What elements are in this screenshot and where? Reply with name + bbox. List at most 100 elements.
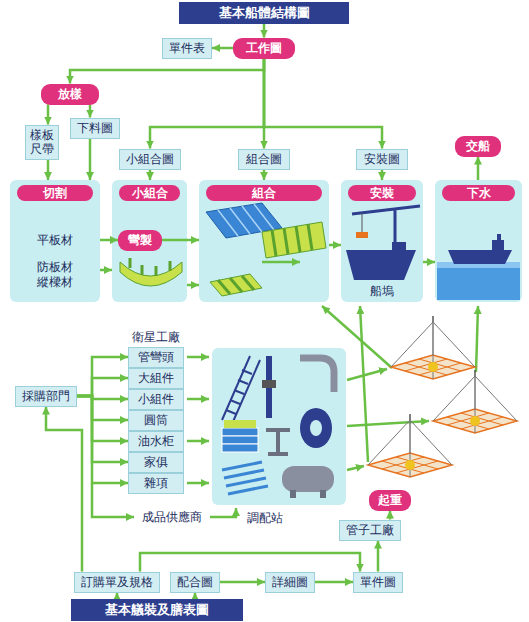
box-label: 彎製 <box>128 233 152 247</box>
stage-pill: 彎製 <box>118 230 162 251</box>
outfitting-items <box>222 428 258 452</box>
flow-arrow <box>187 284 199 287</box>
flow-arrow <box>377 541 380 572</box>
flow-arrows <box>476 306 478 372</box>
box-label: 圓筒 <box>144 413 168 427</box>
document-box: 家俱 <box>128 452 184 473</box>
process-panels <box>10 180 100 302</box>
flow-arrow <box>100 269 112 272</box>
flow-arrow <box>263 24 266 38</box>
box-label: 單件圖 <box>360 575 396 589</box>
document-box: 大組件 <box>128 368 184 389</box>
flow-arrow <box>389 511 392 520</box>
outfitting-items <box>320 490 326 498</box>
caption-label: 平板材 <box>37 233 73 248</box>
assembly-blocks <box>210 274 262 296</box>
panel-heading: 組合 <box>206 185 322 201</box>
flow-arrow <box>212 47 233 50</box>
outfitting-items <box>222 356 260 424</box>
flow-arrow <box>77 396 128 441</box>
flow-arrows <box>187 482 209 485</box>
panel-heading: 下水 <box>442 185 515 201</box>
flow-arrow <box>47 160 50 181</box>
stage-panel: 小組合彎製 <box>112 180 187 302</box>
box-label: 工作圖 <box>246 41 282 55</box>
document-box: 訂購單及規格 <box>74 572 160 593</box>
stage-pill: 放樣 <box>41 84 99 105</box>
flow-arrow <box>162 239 199 242</box>
flow-arrow <box>381 170 384 181</box>
document-box: 單件圖 <box>353 572 403 593</box>
caption-label: 成品供應商 <box>142 510 202 525</box>
document-box: 詳細圖 <box>265 572 315 593</box>
caption-label: 調配站 <box>247 511 283 526</box>
process-panels <box>199 180 329 302</box>
stage-panel: 下水 <box>435 180 522 302</box>
flow-arrows <box>347 421 429 426</box>
dock-crane <box>362 213 363 232</box>
flow-arrow <box>150 59 264 149</box>
box-label: 雜項 <box>144 476 168 490</box>
outfitting-items <box>262 380 276 388</box>
flow-arrow <box>77 396 128 420</box>
flow-arrow <box>77 378 128 396</box>
document-box: 圓筒 <box>128 410 184 431</box>
launched-ship <box>437 234 520 300</box>
dock-crane <box>352 206 420 248</box>
panel-heading: 小組合 <box>119 185 180 201</box>
flow-arrows <box>347 369 387 380</box>
assembly-blocks <box>262 261 300 264</box>
curved-frame <box>120 258 182 286</box>
outfitting-items <box>300 358 334 392</box>
panel-heading: 安裝 <box>348 185 416 201</box>
outfitting-items <box>282 466 334 492</box>
launched-ship <box>492 240 504 250</box>
caption-label: 防板材 縱樑材 <box>33 260 77 290</box>
flow-arrow <box>477 157 480 181</box>
flow-arrows <box>322 306 392 368</box>
document-box: 組合圖 <box>238 149 290 170</box>
flow-arrow <box>220 581 265 584</box>
box-label: 交船 <box>466 139 490 153</box>
document-box: 樣板 尺帶 <box>25 125 59 160</box>
box-label: 放樣 <box>58 87 82 101</box>
outfitting-items <box>310 420 322 436</box>
document-box: 採購部門 <box>15 386 77 407</box>
box-label: 下料圖 <box>77 121 113 135</box>
process-panels <box>435 180 522 302</box>
stage-panel: 組合 <box>199 180 329 302</box>
document-box: 管彎頭 <box>128 347 184 368</box>
box-label: 組合圖 <box>246 152 282 166</box>
flow-arrows <box>347 466 364 470</box>
launched-ship <box>497 234 501 240</box>
flow-arrow <box>70 59 264 84</box>
flow-arrows <box>187 440 209 443</box>
box-label: 起重 <box>378 493 402 507</box>
outfitting-items <box>222 462 268 494</box>
dock-crane <box>346 250 416 280</box>
dock-crane <box>392 242 406 250</box>
document-box: 雜項 <box>128 473 184 494</box>
process-panels <box>212 348 346 505</box>
box-label: 基本船體結構圖 <box>219 5 310 21</box>
outfitting-items <box>222 428 258 436</box>
stage-pill: 起重 <box>369 490 411 511</box>
flow-arrows <box>187 356 209 359</box>
lifting-frames <box>391 316 475 379</box>
lifting-frames <box>368 414 452 477</box>
lifting-frames <box>433 370 517 433</box>
outfitting-items <box>290 490 296 498</box>
box-label: 家俱 <box>144 455 168 469</box>
document-box: 配合圖 <box>170 572 220 593</box>
assembly-blocks <box>206 203 326 296</box>
box-label: 安裝圖 <box>364 152 400 166</box>
outfitting-items <box>224 420 256 428</box>
flow-arrow <box>77 357 128 396</box>
document-box: 油水柜 <box>128 431 184 452</box>
flow-arrow <box>77 396 128 483</box>
outfitting-items <box>222 462 268 494</box>
flow-arrow <box>315 581 353 584</box>
outfitting-items <box>222 356 334 498</box>
document-box: 小組件 <box>128 389 184 410</box>
